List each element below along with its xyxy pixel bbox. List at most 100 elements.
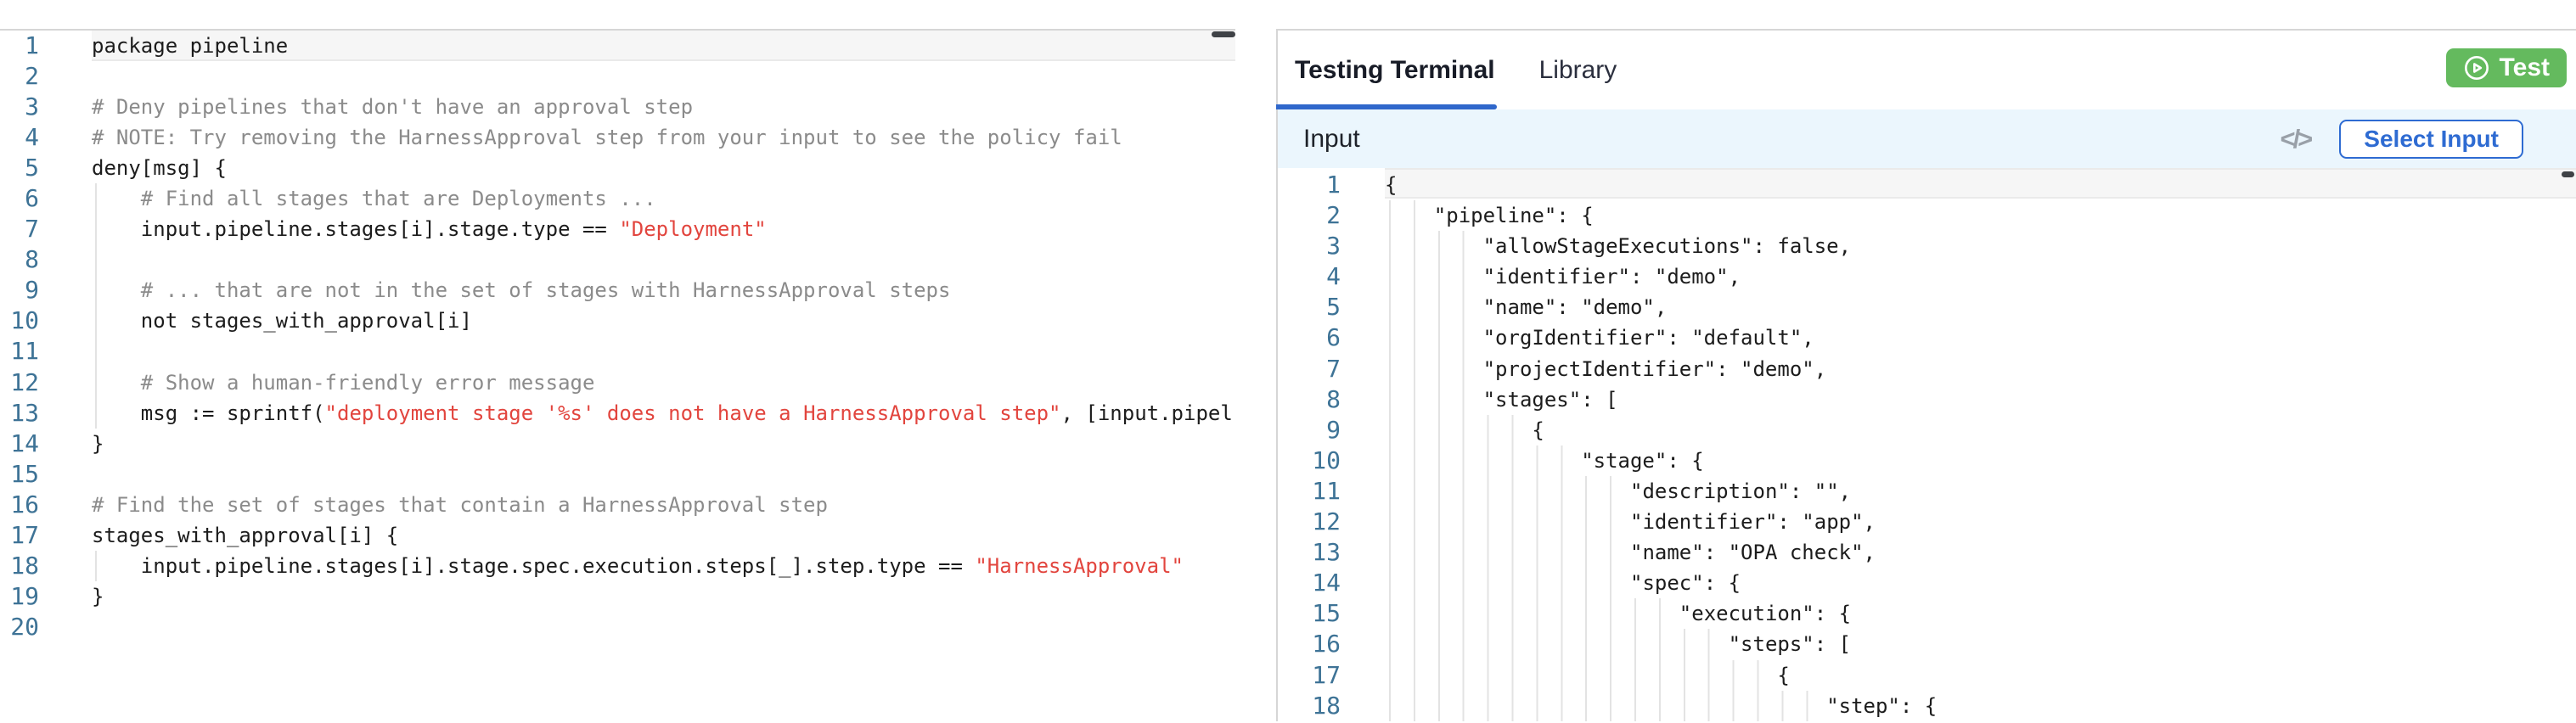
code-line[interactable]: 19} (0, 581, 1235, 612)
code-token-comment: # Deny pipelines that don't have an appr… (92, 95, 694, 120)
code-line[interactable]: 17 { (1278, 659, 2576, 691)
line-number: 6 (25, 184, 39, 213)
code-token-plain: "identifier": "app", (1630, 510, 1876, 535)
code-line[interactable]: 8 (0, 244, 1235, 276)
code-line[interactable]: 10"stage": { (1278, 445, 2576, 476)
line-number: 20 (10, 612, 39, 641)
code-line[interactable]: 2 (0, 61, 1235, 92)
code-line[interactable]: 2"pipeline": { (1278, 200, 2576, 232)
indent-guides (1389, 445, 1578, 476)
line-number: 7 (25, 215, 39, 244)
indent-guides (1389, 598, 1676, 630)
line-number: 2 (25, 62, 39, 91)
input-header: Input </> Select Input (1278, 109, 2576, 168)
code-line[interactable]: 20 (0, 612, 1235, 642)
code-line[interactable]: 15 (0, 459, 1235, 490)
line-number: 1 (25, 31, 39, 59)
line-number: 19 (10, 581, 39, 610)
code-token-plain: "spec": { (1630, 571, 1741, 596)
code-line[interactable]: 5"name": "demo", (1278, 292, 2576, 323)
line-number: 5 (1326, 293, 1341, 322)
line-number: 18 (10, 551, 39, 580)
indent-guides (1389, 200, 1431, 232)
code-token-comment: # NOTE: Try removing the HarnessApproval… (92, 126, 1122, 150)
code-line[interactable]: 6"orgIdentifier": "default", (1278, 322, 2576, 354)
code-token-string: "HarnessApproval" (975, 553, 1184, 578)
tabs-row: Testing Terminal Library Test (1276, 31, 2576, 109)
code-token-plain: msg := sprintf( (140, 401, 325, 425)
indent-guides (95, 397, 138, 429)
line-number: 10 (1312, 446, 1341, 474)
minimize-panel-icon[interactable] (1212, 31, 1235, 37)
code-line[interactable]: 9# ... that are not in the set of stages… (0, 275, 1235, 306)
code-line[interactable]: 7"projectIdentifier": "demo", (1278, 353, 2576, 384)
line-number: 15 (10, 459, 39, 488)
test-button[interactable]: Test (2445, 48, 2567, 87)
tab-testing-terminal[interactable]: Testing Terminal (1295, 55, 1495, 84)
indent-guides (95, 275, 138, 306)
input-scrollbar-thumb[interactable] (2562, 171, 2574, 177)
code-token-plain: { (1777, 663, 1790, 687)
code-token-plain: "description": "", (1630, 479, 1852, 503)
indent-guides (1389, 261, 1480, 293)
code-line[interactable]: 13"name": "OPA check", (1278, 537, 2576, 569)
line-number: 8 (1326, 384, 1341, 413)
line-number: 15 (1312, 599, 1341, 628)
code-line[interactable]: 1{ (1278, 170, 2576, 200)
indent-guides (1389, 231, 1480, 262)
input-json-code: 1{2"pipeline": {3"allowStageExecutions":… (1278, 170, 2576, 721)
line-number: 17 (10, 520, 39, 549)
line-number: 17 (1312, 660, 1341, 689)
line-number: 10 (10, 306, 39, 335)
code-line[interactable]: 4# NOTE: Try removing the HarnessApprova… (0, 122, 1235, 153)
code-line[interactable]: 9{ (1278, 414, 2576, 446)
code-line[interactable]: 1 package pipeline (0, 31, 1235, 61)
active-line-highlight (1385, 168, 2576, 199)
code-line[interactable]: 11 "description": "", (1278, 475, 2576, 507)
tab-library[interactable]: Library (1538, 55, 1617, 84)
code-line[interactable]: 12"identifier": "app", (1278, 507, 2576, 538)
line-number: 5 (25, 154, 39, 182)
code-token-plain: package pipeline (92, 34, 289, 58)
line-number: 13 (1312, 538, 1341, 567)
code-token-plain: } (92, 584, 104, 608)
code-line[interactable]: 11 (0, 336, 1235, 367)
indent-guides (95, 336, 138, 367)
line-number: 7 (1326, 354, 1341, 383)
code-token-comment: # ... that are not in the set of stages … (140, 278, 951, 303)
code-line[interactable]: 14"spec": { (1278, 568, 2576, 599)
code-line[interactable]: 16"steps": [ (1278, 629, 2576, 660)
code-line[interactable]: 6# Find all stages that are Deployments … (0, 183, 1235, 215)
input-json-editor[interactable]: 1{2"pipeline": {3"allowStageExecutions":… (1278, 168, 2576, 721)
select-input-button[interactable]: Select Input (2339, 119, 2523, 159)
line-number: 1 (1326, 171, 1341, 199)
code-line[interactable]: 3 # Deny pipelines that don't have an app… (0, 92, 1235, 122)
test-button-label: Test (2499, 53, 2550, 81)
code-line[interactable]: 4"identifier": "demo", (1278, 261, 2576, 293)
code-line[interactable]: 14} (0, 429, 1235, 459)
code-line[interactable]: 12# Show a human-friendly error message (0, 367, 1235, 398)
line-number: 2 (1326, 201, 1341, 230)
line-number: 12 (10, 367, 39, 396)
code-line[interactable]: 8"stages": [ (1278, 384, 2576, 415)
active-line-highlight (92, 31, 1235, 61)
code-line[interactable]: 3"allowStageExecutions": false, (1278, 231, 2576, 262)
line-number: 3 (25, 92, 39, 121)
indent-guides (1389, 353, 1480, 384)
indent-guides (1389, 629, 1725, 660)
code-line[interactable]: 15"execution": { (1278, 598, 2576, 630)
line-number: 3 (1326, 232, 1341, 261)
code-view-icon[interactable]: </> (2280, 123, 2313, 154)
code-line[interactable]: 18"step": { (1278, 690, 2576, 721)
line-number: 8 (25, 245, 39, 274)
line-number: 11 (1312, 476, 1341, 505)
code-line[interactable]: 16# Find the set of stages that contain … (0, 490, 1235, 520)
